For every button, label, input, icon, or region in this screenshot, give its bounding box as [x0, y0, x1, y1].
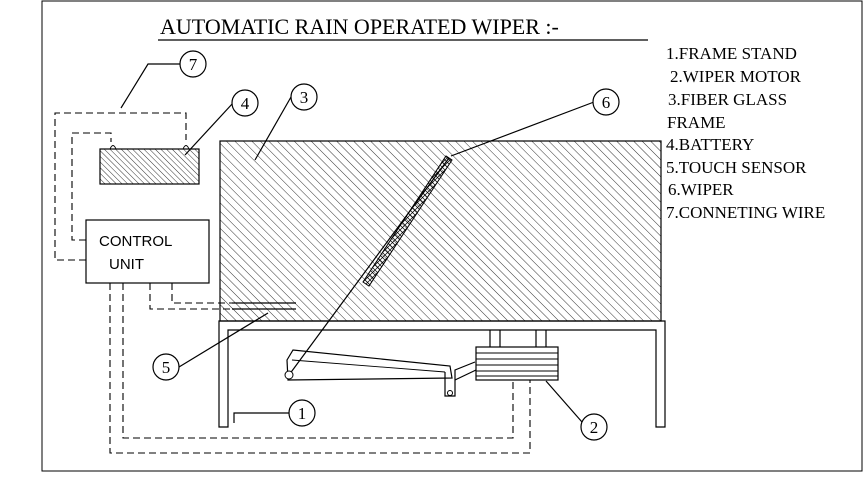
svg-text:3: 3	[300, 88, 309, 107]
legend-item-wiper: 6.WIPER	[668, 180, 734, 199]
callout-7: 7	[179, 50, 207, 78]
callout-5: 5	[152, 353, 180, 381]
callout-4: 4	[231, 89, 259, 117]
control-unit-label-line1: CONTROL	[99, 233, 172, 250]
wiper-arm	[288, 155, 453, 376]
callout-2: 2	[580, 413, 608, 441]
legend-item-wiper-motor: 2.WIPER MOTOR	[670, 67, 802, 86]
svg-text:2: 2	[590, 418, 599, 437]
legend-item-frame-stand: 1.FRAME STAND	[666, 44, 797, 63]
callout-3: 3	[290, 83, 318, 111]
legend-item-connecting-wire: 7.CONNETING WIRE	[666, 203, 825, 222]
touch-sensor	[232, 302, 296, 310]
control-unit: CONTROL UNIT	[85, 219, 210, 284]
connecting-wires	[54, 112, 531, 454]
svg-text:1: 1	[298, 404, 307, 423]
callout-1: 1	[288, 399, 316, 427]
svg-text:7: 7	[189, 55, 198, 74]
diagram-title: AUTOMATIC RAIN OPERATED WIPER :-	[160, 14, 559, 39]
callout-6: 6	[592, 88, 620, 116]
legend-item-battery: 4.BATTERY	[666, 135, 754, 154]
svg-text:5: 5	[162, 358, 171, 377]
wiper-motor	[475, 346, 559, 381]
wiper-linkage	[284, 349, 477, 397]
legend-item-frame: FRAME	[667, 113, 726, 132]
drawing-border	[41, 0, 863, 472]
legend-item-fiber-glass: 3.FIBER GLASS	[668, 90, 787, 109]
control-unit-label-line2: UNIT	[109, 256, 144, 273]
leader-lines	[120, 63, 595, 423]
svg-text:4: 4	[241, 94, 250, 113]
battery	[99, 145, 200, 185]
legend-item-touch-sensor: 5.TOUCH SENSOR	[666, 158, 807, 177]
frame-stand	[218, 320, 666, 428]
legend: 1.FRAME STAND 2.WIPER MOTOR 3.FIBER GLAS…	[666, 44, 825, 222]
svg-text:6: 6	[602, 93, 611, 112]
